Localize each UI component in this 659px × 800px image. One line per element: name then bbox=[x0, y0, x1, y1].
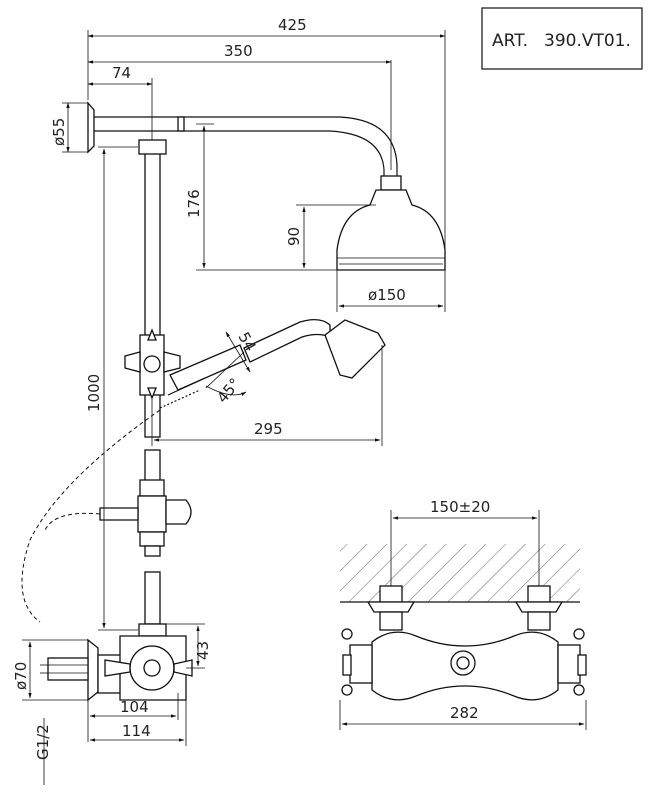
head-connector bbox=[380, 175, 402, 191]
dim-mixer-width: 282 bbox=[450, 704, 479, 722]
dim-bar-length: 1000 bbox=[85, 374, 103, 412]
dim-thread: G1/2 bbox=[34, 724, 52, 760]
dim-handset-angle: 45° bbox=[213, 375, 244, 407]
holder-cross-handle bbox=[124, 328, 181, 400]
hand-shower-head bbox=[324, 319, 386, 379]
dim-wall-offset: 74 bbox=[112, 64, 131, 82]
dim-flange-diameter: ø55 bbox=[50, 118, 68, 146]
mixer-side-view bbox=[47, 635, 193, 702]
shower-arm bbox=[94, 116, 398, 176]
article-box: ART. 390.VT01. bbox=[481, 7, 643, 70]
diverter bbox=[99, 479, 192, 547]
dimensions-right: 150±20 282 bbox=[339, 498, 587, 730]
dim-head-diameter: ø150 bbox=[368, 286, 406, 304]
dim-hand-shower-reach: 295 bbox=[254, 420, 283, 438]
inlet-pipe bbox=[47, 657, 89, 681]
dim-mixer-depth-a: 104 bbox=[120, 698, 149, 716]
dim-connection-spacing: 150±20 bbox=[430, 498, 490, 516]
dim-head-height: 90 bbox=[285, 227, 303, 246]
dim-inlet-diameter: ø70 bbox=[12, 662, 30, 690]
dim-mixer-depth-b: 114 bbox=[122, 722, 151, 740]
article-label: ART. bbox=[492, 31, 528, 51]
dim-mixer-height: 43 bbox=[194, 641, 212, 660]
hose-loop bbox=[21, 409, 161, 623]
bar-top-bracket bbox=[138, 139, 167, 155]
shower-column bbox=[21, 101, 446, 702]
dim-arm-length: 350 bbox=[224, 42, 253, 60]
slide-bar-lower bbox=[144, 571, 161, 625]
article-code: 390.VT01. bbox=[544, 31, 631, 51]
dim-overall-width: 425 bbox=[278, 16, 307, 34]
wall-flange-top bbox=[87, 101, 95, 154]
dim-arm-drop: 176 bbox=[185, 189, 203, 218]
mixer-front-view bbox=[340, 544, 587, 701]
